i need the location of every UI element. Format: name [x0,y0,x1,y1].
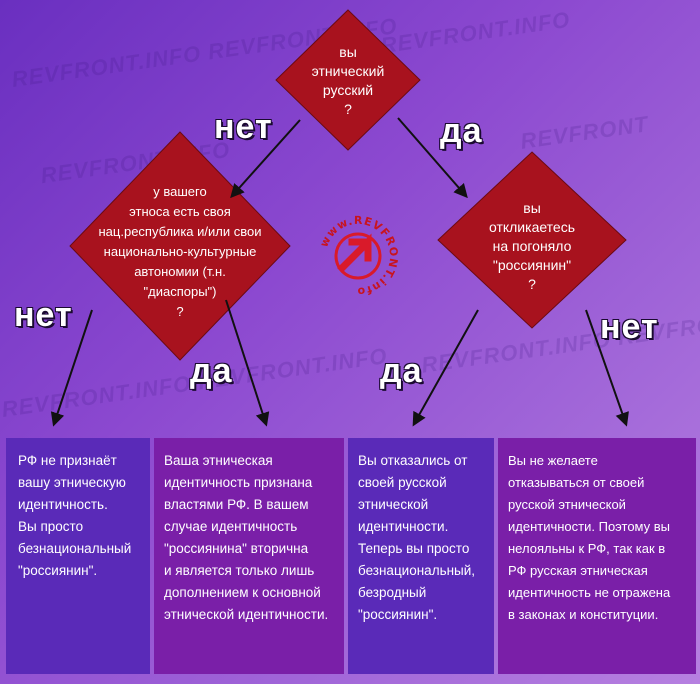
diamond-q2-text: у вашего этноса есть своя нац.республика… [80,164,280,340]
outcome-2-line-6: и является только лишь [164,563,315,578]
outcome-1-line-5: безнациональный [18,541,132,556]
q3-line-2: откликаетесь [488,218,576,235]
outcome-2-line-2: идентичность признана [164,475,313,490]
logo-arrow-icon [337,233,372,273]
outcome-4-line-1: Вы не желаете [508,453,598,468]
outcome-4-line-5: нелояльны к РФ, так как в [508,541,666,556]
outcome-3-line-3: этнической [358,497,429,512]
q3-line-1: вы [523,199,541,216]
q3-line-4: "россиянин" [492,256,572,273]
outcome-4-line-7: идентичность не отражена [508,585,671,600]
diamond-q3-shape [437,151,627,329]
outcome-2-line-7: дополнением к основной [164,585,321,600]
arrow-q3-no [585,309,629,427]
outcome-2-line-1: Ваша этническая [164,453,273,468]
outcome-box-3: Вы отказались от своей русской этническо… [348,438,494,674]
arrow-q3-yes [412,309,479,427]
outcome-3-line-8: "россиянин". [358,607,438,622]
outcome-4-line-4: идентичности. Поэтому вы [508,519,670,534]
answer-q2-no: нет [14,296,73,334]
outcome-box-1: РФ не признаёт вашу этническую идентично… [6,438,150,674]
outcome-1-line-6: "россиянин". [18,563,98,578]
outcome-1-line-2: вашу этническую [18,475,126,490]
outcome-1-line-1: РФ не признаёт [18,453,117,468]
answer-q2-yes: да [190,352,233,390]
outcome-3-line-6: безнациональный, [358,563,476,578]
q2-line-6: "диаспоры") [143,284,217,299]
q2-line-1: у вашего [153,184,207,199]
outcome-2-line-8: этнической идентичности. [164,607,329,622]
outcome-2-line-4: случае идентичность [164,519,298,534]
diamond-q3-text: вы откликаетесь на погоняло "россиянин" … [462,176,602,316]
revfront-logo: www.REVFRONT.info [317,214,399,298]
arrow-q2-no [50,309,93,427]
outcome-3-line-7: безродный [358,585,427,600]
q2-line-5: автономии (т.н. [134,264,226,279]
outcome-1-line-4: Вы просто [18,519,84,534]
outcome-2-line-5: "россиянина" вторична [164,541,309,556]
q1-line-1: вы [339,44,357,60]
q1-line-4: ? [344,101,352,117]
q2-line-3: нац.республика и/или свои [98,224,262,239]
answer-q3-yes: да [380,352,423,390]
q1-line-3: русский [322,82,374,98]
diamond-q1-shape [275,9,421,151]
q2-line-2: этноса есть своя [129,204,231,219]
outcome-3-line-4: идентичности. [358,519,449,534]
q2-line-4: национально-культурные [103,244,257,259]
outcome-4-line-6: РФ русская этническая [508,563,648,578]
q2-line-7: ? [176,304,184,319]
outcome-3-line-1: Вы отказались от [358,453,468,468]
diamond-q1-text: вы этнический русский ? [296,28,400,134]
arrow-q1-no [230,119,301,199]
outcome-2-line-3: властями РФ. В вашем [164,497,309,512]
outcome-4-line-3: русской этнической [508,497,626,512]
outcome-4-line-8: в законах и конституции. [508,607,659,622]
q1-line-2: этнический [311,63,385,79]
outcome-box-4: Вы не желаете отказываться от своей русс… [498,438,696,674]
answer-q1-yes: да [440,112,483,150]
outcome-3-line-5: Теперь вы просто [358,541,470,556]
answer-q3-no: нет [600,308,659,346]
outcome-3-line-2: своей русской [358,475,447,490]
arrow-q1-yes [397,117,468,199]
outcome-4-line-2: отказываться от своей [508,475,645,490]
connector-arrows [50,117,629,427]
q3-line-5: ? [528,275,536,292]
answer-q1-no: нет [214,108,273,146]
outcome-1-line-3: идентичность. [18,497,108,512]
outcome-box-2: Ваша этническая идентичность признана вл… [154,438,344,674]
arrow-q2-yes [225,299,270,427]
q3-line-3: на погоняло [492,237,572,254]
